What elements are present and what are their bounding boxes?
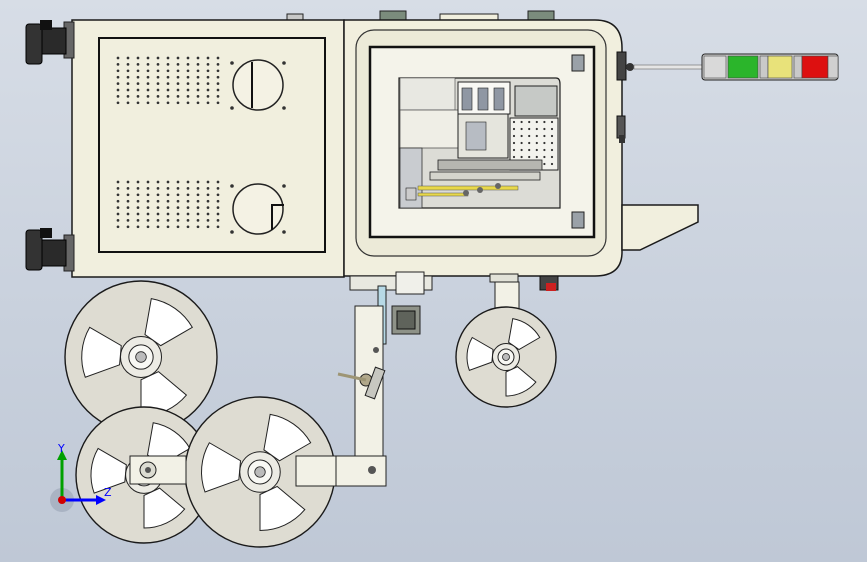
round-port-top [230, 59, 286, 111]
vent-grid-bottom [116, 180, 220, 229]
z-axis-label: Z [104, 486, 112, 499]
vent-grid-top [116, 56, 220, 105]
signal-tower [616, 51, 839, 81]
left-cabinet[interactable] [71, 19, 345, 278]
caster-bottom [25, 228, 75, 272]
inspection-window[interactable] [398, 77, 561, 209]
reel-upper-left [64, 280, 218, 434]
round-port-bottom [230, 183, 286, 235]
reel-bracket [129, 455, 337, 487]
reel-right [455, 306, 557, 408]
side-shelf [621, 204, 699, 251]
coordinate-triad: Y Z [44, 440, 116, 512]
y-axis-label: Y [58, 442, 65, 455]
caster-top [25, 20, 75, 65]
x-axis-dot [58, 496, 66, 504]
lower-mechanism [333, 271, 559, 487]
